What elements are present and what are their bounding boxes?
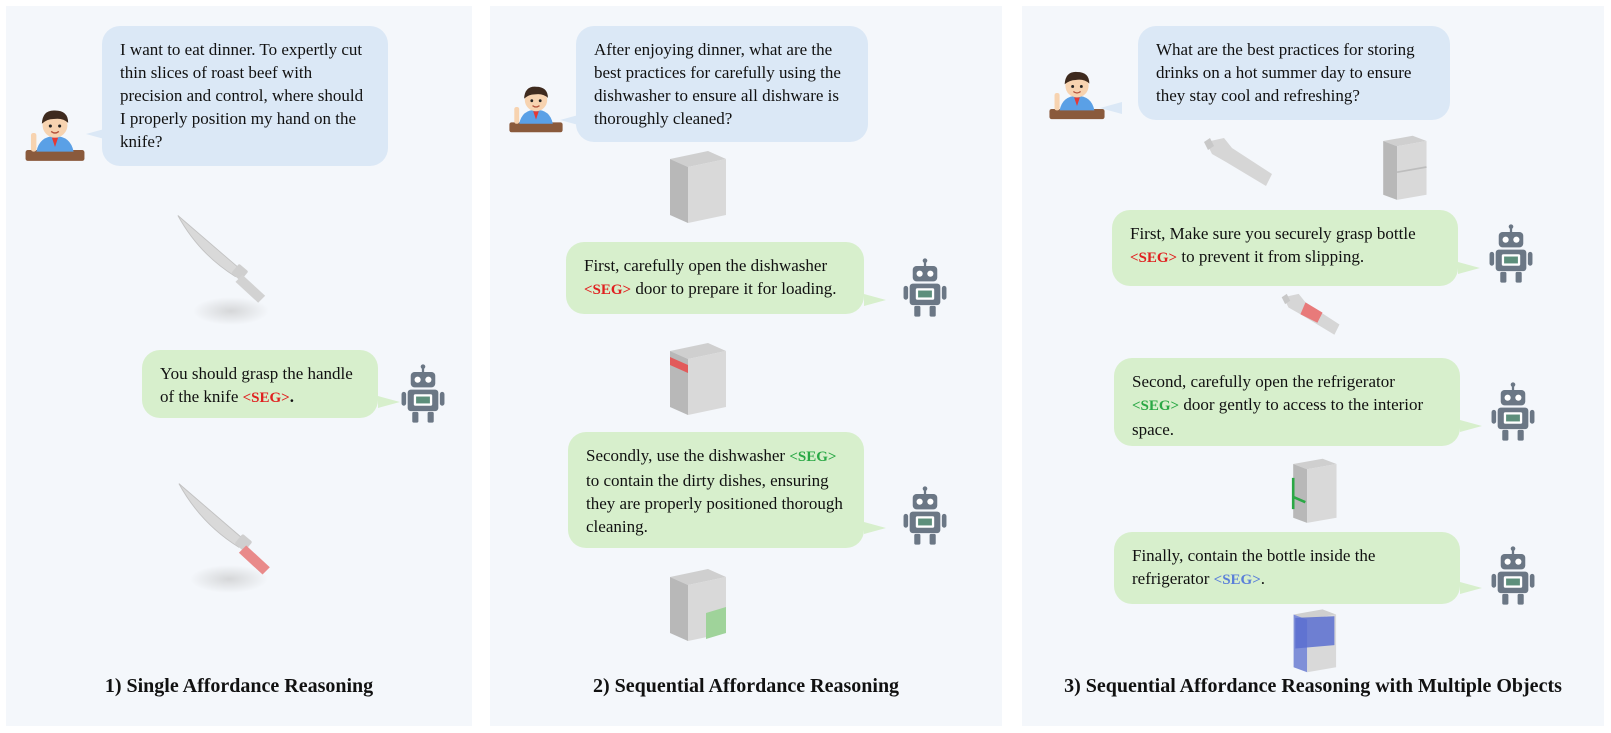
panel-sequential-affordance: After enjoying dinner, what are the best… xyxy=(490,6,1002,726)
panel-caption: 3) Sequential Affordance Reasoning with … xyxy=(1064,675,1562,697)
question-bubble: After enjoying dinner, what are the best… xyxy=(576,26,868,142)
dishwasher-pointcloud xyxy=(662,144,732,226)
answer-text-end: to contain the dirty dishes, ensuring th… xyxy=(586,471,843,536)
answer-text: Second, carefully open the refrigerator xyxy=(1132,372,1395,391)
boy-avatar-icon xyxy=(1048,60,1106,126)
seg-token: <SEG> xyxy=(584,282,632,298)
panel-single-affordance: I want to eat dinner. To expertly cut th… xyxy=(6,6,472,726)
knife-shadow xyxy=(193,297,269,325)
boy-avatar-icon xyxy=(24,100,86,166)
dishwasher-door-highlighted xyxy=(662,336,732,418)
question-text: I want to eat dinner. To expertly cut th… xyxy=(120,40,364,151)
refrigerator-door-highlighted xyxy=(1288,454,1340,526)
question-bubble: I want to eat dinner. To expertly cut th… xyxy=(102,26,388,166)
question-text: After enjoying dinner, what are the best… xyxy=(594,40,841,128)
robot-icon xyxy=(1488,224,1534,286)
knife-shadow xyxy=(190,565,268,593)
answer-text: First, carefully open the dishwasher xyxy=(584,256,828,275)
question-bubble-tail xyxy=(1100,102,1122,114)
seg-token: <SEG> xyxy=(1213,572,1261,588)
answer-bubble-1: First, Make sure you securely grasp bott… xyxy=(1112,210,1458,286)
answer-bubble-tail xyxy=(1460,582,1482,594)
answer-text: You should grasp the handle of the knife xyxy=(160,364,353,406)
refrigerator-interior-highlighted xyxy=(1288,606,1340,674)
answer-text-end: . xyxy=(289,387,294,406)
answer-bubble-1: First, carefully open the dishwasher <SE… xyxy=(566,242,864,314)
seg-token: <SEG> xyxy=(1132,398,1180,414)
answer-text-end: door to prepare it for loading. xyxy=(631,279,837,298)
robot-icon xyxy=(1490,382,1536,444)
answer-bubble-3: Finally, contain the bottle inside the r… xyxy=(1114,532,1460,604)
robot-icon xyxy=(902,486,948,548)
question-text: What are the best practices for storing … xyxy=(1156,40,1415,105)
answer-bubble-tail xyxy=(864,294,886,306)
answer-text: First, Make sure you securely grasp bott… xyxy=(1130,224,1416,243)
panel-caption: 2) Sequential Affordance Reasoning xyxy=(592,675,900,697)
robot-icon xyxy=(400,364,446,426)
robot-icon xyxy=(1490,546,1536,608)
bottle-pointcloud xyxy=(1202,132,1282,196)
answer-text-end: . xyxy=(1260,569,1265,588)
answer-text: Secondly, use the dishwasher xyxy=(586,446,790,465)
answer-bubble-tail xyxy=(1460,420,1482,432)
seg-token: <SEG> xyxy=(242,390,290,406)
answer-bubble-tail xyxy=(1458,262,1480,274)
answer-bubble-tail xyxy=(864,522,886,534)
question-bubble: What are the best practices for storing … xyxy=(1138,26,1450,120)
answer-text-end: to prevent it from slipping. xyxy=(1177,247,1365,266)
bottle-grasp-highlighted xyxy=(1280,288,1348,344)
answer-text-end: door gently to access to the interior sp… xyxy=(1132,395,1424,439)
dishwasher-interior-highlighted xyxy=(662,562,732,644)
answer-bubble-2: Secondly, use the dishwasher <SEG> to co… xyxy=(568,432,864,548)
seg-token: <SEG> xyxy=(789,449,837,465)
seg-token: <SEG> xyxy=(1130,250,1178,266)
boy-avatar-icon xyxy=(508,76,564,138)
answer-bubble-tail xyxy=(378,396,400,408)
answer-bubble: You should grasp the handle of the knife… xyxy=(142,350,378,418)
answer-text: Finally, contain the bottle inside the r… xyxy=(1132,546,1376,588)
panel-caption: 1) Single Affordance Reasoning xyxy=(104,675,374,697)
refrigerator-pointcloud xyxy=(1378,132,1430,202)
robot-icon xyxy=(902,258,948,320)
panel-sequential-multiple-objects: What are the best practices for storing … xyxy=(1022,6,1604,726)
answer-bubble-2: Second, carefully open the refrigerator … xyxy=(1114,358,1460,446)
